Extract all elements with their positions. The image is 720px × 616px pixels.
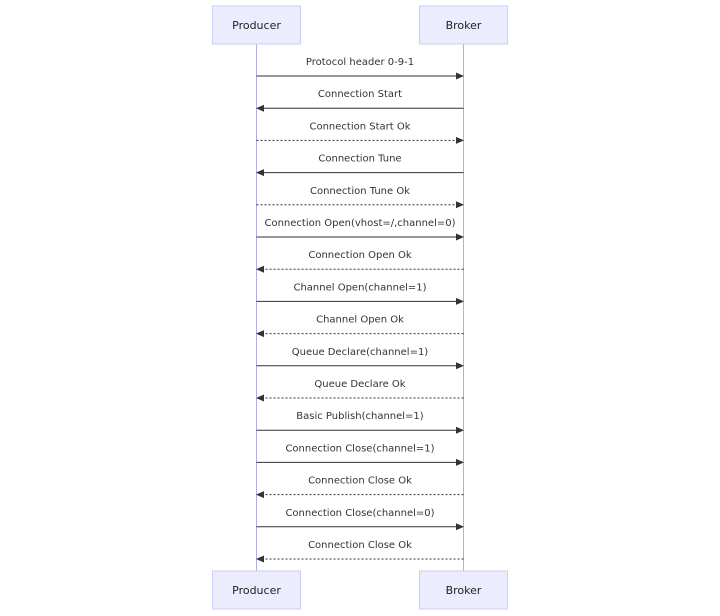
- broker-actor-top: Broker: [419, 5, 508, 45]
- message-9: Channel Open Ok: [256, 315, 464, 338]
- message-15: Connection Close(channel=0): [256, 508, 464, 531]
- arrowhead-icon: [456, 362, 464, 370]
- message-label: Connection Close Ok: [308, 476, 412, 487]
- message-label: Connection Close Ok: [308, 540, 412, 551]
- arrowhead-icon: [456, 297, 464, 305]
- arrowhead-icon: [256, 330, 264, 338]
- arrowhead-icon: [456, 458, 464, 466]
- arrowhead-icon: [256, 555, 264, 563]
- message-label: Connection Close(channel=1): [285, 443, 434, 454]
- broker-actor-label: Broker: [446, 19, 482, 32]
- message-8: Channel Open(channel=1): [256, 282, 464, 305]
- arrowhead-icon: [456, 233, 464, 241]
- message-label: Connection Open Ok: [308, 250, 412, 261]
- message-10: Queue Declare(channel=1): [256, 347, 464, 370]
- broker-actor-box: [419, 570, 508, 610]
- producer-actor-box: [212, 5, 301, 45]
- arrowhead-icon: [256, 104, 264, 112]
- broker-actor-box: [419, 5, 508, 45]
- message-label: Connection Tune: [318, 154, 401, 165]
- arrowhead-icon: [456, 72, 464, 80]
- message-label: Channel Open Ok: [316, 315, 404, 326]
- message-4: Connection Tune: [256, 154, 464, 177]
- message-5: Connection Tune Ok: [256, 186, 464, 209]
- message-7: Connection Open Ok: [256, 250, 464, 273]
- broker-actor-bottom: Broker: [419, 570, 508, 610]
- message-label: Channel Open(channel=1): [293, 282, 426, 293]
- message-6: Connection Open(vhost=/,channel=0): [256, 218, 464, 241]
- message-label: Connection Open(vhost=/,channel=0): [264, 218, 455, 229]
- message-13: Connection Close(channel=1): [256, 443, 464, 466]
- producer-actor-label: Producer: [232, 19, 281, 32]
- message-11: Queue Declare Ok: [256, 379, 464, 402]
- arrowhead-icon: [256, 491, 264, 499]
- message-label: Connection Start Ok: [309, 121, 410, 132]
- message-label: Connection Tune Ok: [310, 186, 410, 197]
- message-label: Queue Declare Ok: [314, 379, 405, 390]
- message-12: Basic Publish(channel=1): [256, 411, 464, 434]
- arrowhead-icon: [256, 394, 264, 402]
- message-2: Connection Start: [256, 89, 464, 112]
- arrowhead-icon: [256, 169, 264, 177]
- arrowhead-icon: [456, 136, 464, 144]
- arrowhead-icon: [456, 523, 464, 531]
- message-14: Connection Close Ok: [256, 476, 464, 499]
- message-label: Connection Start: [318, 89, 402, 100]
- arrowhead-icon: [456, 426, 464, 434]
- message-1: Protocol header 0-9-1: [256, 57, 464, 80]
- message-16: Connection Close Ok: [256, 540, 464, 563]
- message-label: Queue Declare(channel=1): [292, 347, 429, 358]
- message-label: Connection Close(channel=0): [285, 508, 434, 519]
- producer-actor-label: Producer: [232, 584, 281, 597]
- message-3: Connection Start Ok: [256, 121, 464, 144]
- producer-actor-box: [212, 570, 301, 610]
- producer-actor-bottom: Producer: [212, 570, 301, 610]
- arrowhead-icon: [456, 201, 464, 209]
- broker-actor-label: Broker: [446, 584, 482, 597]
- arrowhead-icon: [256, 265, 264, 273]
- producer-actor-top: Producer: [212, 5, 301, 45]
- message-label: Basic Publish(channel=1): [296, 411, 424, 422]
- message-label: Protocol header 0-9-1: [306, 57, 414, 68]
